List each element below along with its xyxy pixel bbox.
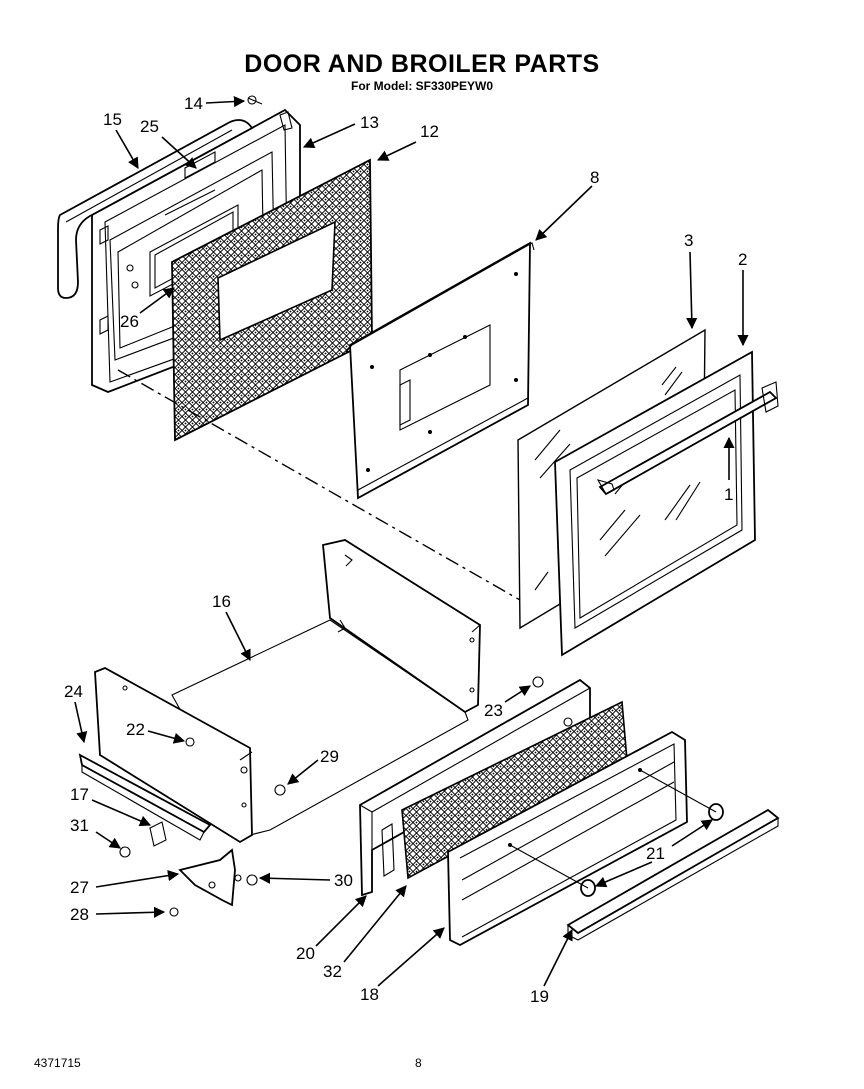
door-handle-1 (596, 381, 779, 496)
callout-label: 30 (334, 871, 353, 890)
screw-29 (274, 784, 286, 796)
diagram-title: DOOR AND BROILER PARTS (244, 50, 600, 78)
callout-label: 27 (70, 878, 89, 897)
callout-label: 32 (323, 962, 342, 981)
callout-label: 22 (126, 720, 145, 739)
pin-28 (169, 907, 179, 917)
callout-23: 23 (484, 685, 531, 720)
callout-28: 28 (70, 905, 166, 924)
callout-label: 23 (484, 701, 503, 720)
callout-label: 16 (212, 592, 231, 611)
bracket-27 (178, 848, 242, 907)
screw-22 (185, 737, 195, 747)
callout-1: 1 (723, 436, 735, 504)
drawer-side-panel (94, 667, 253, 844)
callout-label: 14 (184, 94, 203, 113)
callout-label: 2 (738, 250, 747, 269)
callout-8: 8 (535, 168, 599, 241)
callout-label: 28 (70, 905, 89, 924)
document-number: 4371715 (34, 1056, 81, 1070)
callout-16: 16 (212, 592, 251, 662)
callout-label: 31 (70, 816, 89, 835)
callout-15: 15 (103, 110, 139, 169)
callout-label: 15 (103, 110, 122, 129)
callout-19: 19 (530, 928, 573, 1006)
callout-label: 13 (360, 113, 379, 132)
drawer-front-18 (447, 730, 688, 947)
callout-label: 18 (360, 985, 379, 1004)
callout-27: 27 (70, 870, 180, 897)
page-number: 8 (415, 1056, 422, 1070)
callout-24: 24 (64, 682, 88, 744)
callout-label: 29 (320, 747, 339, 766)
callout-18: 18 (360, 927, 445, 1004)
door-liner-8 (345, 241, 535, 500)
callout-13: 13 (302, 113, 379, 148)
callout-label: 1 (724, 485, 733, 504)
callout-label: 26 (120, 312, 139, 331)
callout-26: 26 (120, 287, 175, 331)
grommet-30 (246, 874, 258, 886)
assembly-line (117, 369, 521, 601)
drawer-rail-24 (78, 753, 212, 841)
callout-label: 24 (64, 682, 83, 701)
callout-17: 17 (70, 785, 152, 827)
callout-31: 31 (70, 816, 121, 849)
callout-label: 3 (684, 231, 693, 250)
callout-label: 19 (530, 987, 549, 1006)
callout-22: 22 (126, 720, 186, 744)
callout-2: 2 (737, 250, 749, 347)
door-screw-14 (247, 95, 293, 131)
door-gasket-15 (57, 119, 254, 299)
clip-17 (149, 821, 167, 847)
callout-label: 20 (296, 944, 315, 963)
callout-label: 17 (70, 785, 89, 804)
callout-14: 14 (184, 94, 246, 113)
callout-29: 29 (287, 747, 339, 785)
callout-3: 3 (684, 231, 698, 330)
drawer-knobs-21 (509, 769, 724, 897)
callout-label: 8 (590, 168, 599, 187)
screw-23 (532, 676, 544, 688)
callout-32: 32 (323, 885, 407, 981)
callout-25: 25 (140, 117, 197, 169)
callout-12: 12 (376, 122, 439, 161)
callout-21: 21 (594, 819, 713, 888)
model-line: For Model: SF330PEYW0 (350, 79, 494, 93)
callout-label: 12 (420, 122, 439, 141)
callout-20: 20 (296, 895, 367, 963)
screw-31 (119, 846, 131, 858)
callout-label: 21 (646, 844, 665, 863)
callout-30: 30 (258, 871, 353, 890)
callout-label: 25 (140, 117, 159, 136)
